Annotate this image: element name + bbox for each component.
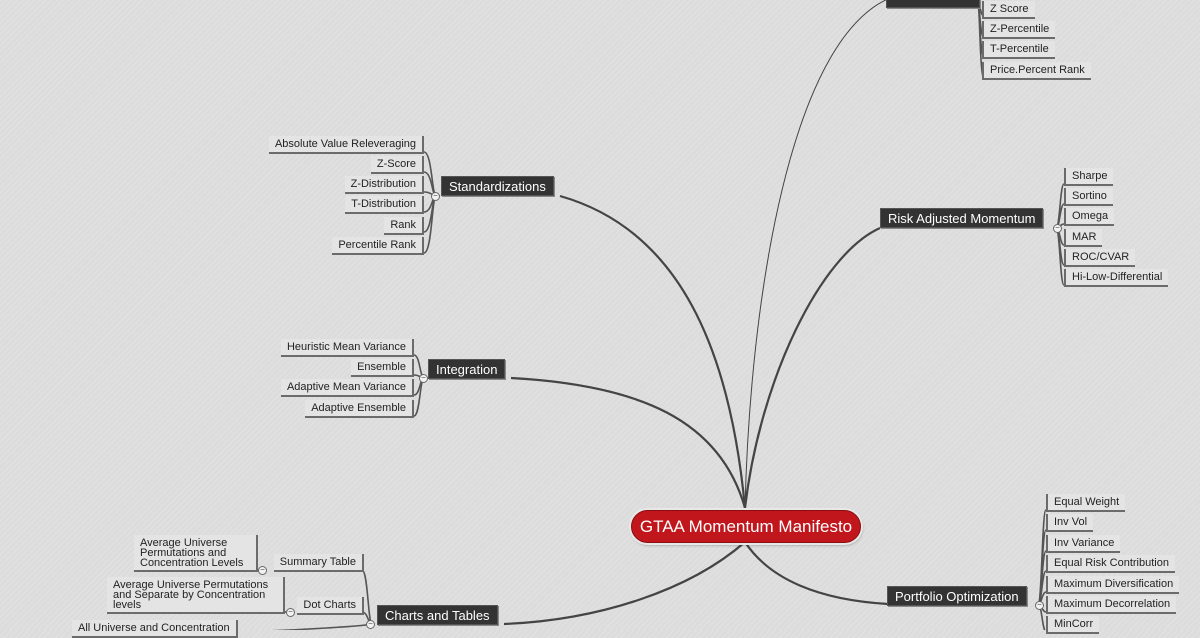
summary-table-item-average-universe-permutations[interactable]: Average Universe Permutations and Concen… bbox=[134, 535, 258, 572]
minus-toggle-icon[interactable]: − bbox=[431, 192, 440, 201]
integration-item-adaptive-mean-variance[interactable]: Adaptive Mean Variance bbox=[280, 379, 414, 397]
risk-item-mar[interactable]: MAR bbox=[1064, 229, 1103, 247]
minus-toggle-icon[interactable]: − bbox=[419, 374, 428, 383]
top-right-item-price-percent-rank[interactable]: Price.Percent Rank bbox=[982, 62, 1091, 80]
portfolio-item-equal-risk-contribution[interactable]: Equal Risk Contribution bbox=[1046, 555, 1175, 573]
charts-sub-summary-table[interactable]: Summary Table bbox=[273, 554, 364, 572]
top-right-item-z-score[interactable]: Z Score bbox=[982, 1, 1035, 19]
risk-item-hi-low-differential[interactable]: Hi-Low-Differential bbox=[1064, 269, 1169, 287]
standardizations-item-t-distribution[interactable]: T-Distribution bbox=[345, 196, 424, 214]
standardizations-item-z-distribution[interactable]: Z-Distribution bbox=[344, 176, 424, 194]
integration-item-heuristic-mean-variance[interactable]: Heuristic Mean Variance bbox=[280, 339, 414, 357]
connector-integration bbox=[510, 376, 747, 509]
portfolio-item-maximum-diversification[interactable]: Maximum Diversification bbox=[1046, 576, 1180, 594]
top-right-item-t-percentile[interactable]: T-Percentile bbox=[982, 41, 1055, 59]
connector-portfolio bbox=[744, 541, 889, 606]
minus-toggle-icon[interactable]: − bbox=[1035, 601, 1044, 610]
integration-item-adaptive-ensemble[interactable]: Adaptive Ensemble bbox=[305, 400, 414, 418]
minus-toggle-icon[interactable]: − bbox=[258, 566, 267, 575]
minus-toggle-icon[interactable]: − bbox=[1053, 224, 1062, 233]
risk-item-roc-cvar[interactable]: ROC/CVAR bbox=[1064, 249, 1136, 267]
minus-toggle-icon[interactable]: − bbox=[286, 608, 295, 617]
risk-item-sharpe[interactable]: Sharpe bbox=[1064, 168, 1114, 186]
portfolio-item-inv-variance[interactable]: Inv Variance bbox=[1046, 535, 1121, 553]
connector-risk bbox=[743, 226, 881, 509]
standardizations-item-absolute-value-releveraging[interactable]: Absolute Value Releveraging bbox=[268, 136, 424, 154]
portfolio-item-maximum-decorrelation[interactable]: Maximum Decorrelation bbox=[1046, 596, 1177, 614]
connector-charts bbox=[503, 541, 746, 626]
risk-item-sortino[interactable]: Sortino bbox=[1064, 188, 1113, 206]
connector-top-right bbox=[744, 0, 888, 509]
root-node[interactable]: GTAA Momentum Manifesto bbox=[631, 510, 861, 543]
standardizations-item-rank[interactable]: Rank bbox=[384, 217, 424, 235]
portfolio-item-inv-vol[interactable]: Inv Vol bbox=[1046, 514, 1094, 532]
branch-portfolio-optimization[interactable]: Portfolio Optimization bbox=[887, 586, 1027, 606]
standardizations-item-z-score[interactable]: Z-Score bbox=[370, 156, 424, 174]
dot-charts-item-average-universe-permutations[interactable]: Average Universe Permutations and Separa… bbox=[107, 577, 285, 614]
connector-standardizations bbox=[559, 194, 747, 509]
portfolio-item-mincorr[interactable]: MinCorr bbox=[1046, 616, 1100, 634]
top-right-branch[interactable] bbox=[886, 0, 980, 8]
branch-integration[interactable]: Integration bbox=[428, 359, 506, 379]
minus-toggle-icon[interactable]: − bbox=[366, 620, 375, 629]
standardizations-item-percentile-rank[interactable]: Percentile Rank bbox=[332, 237, 424, 255]
charts-sub-dot-charts[interactable]: Dot Charts bbox=[297, 597, 364, 615]
branch-charts-and-tables[interactable]: Charts and Tables bbox=[377, 605, 498, 625]
branch-risk-adjusted-momentum[interactable]: Risk Adjusted Momentum bbox=[880, 208, 1044, 228]
branch-standardizations[interactable]: Standardizations bbox=[441, 176, 554, 196]
top-right-item-z-percentile[interactable]: Z-Percentile bbox=[982, 21, 1056, 39]
integration-item-ensemble[interactable]: Ensemble bbox=[351, 359, 414, 377]
risk-item-omega[interactable]: Omega bbox=[1064, 208, 1115, 226]
charts-item-all-universe[interactable]: All Universe and Concentration bbox=[72, 620, 238, 638]
portfolio-item-equal-weight[interactable]: Equal Weight bbox=[1046, 494, 1126, 512]
